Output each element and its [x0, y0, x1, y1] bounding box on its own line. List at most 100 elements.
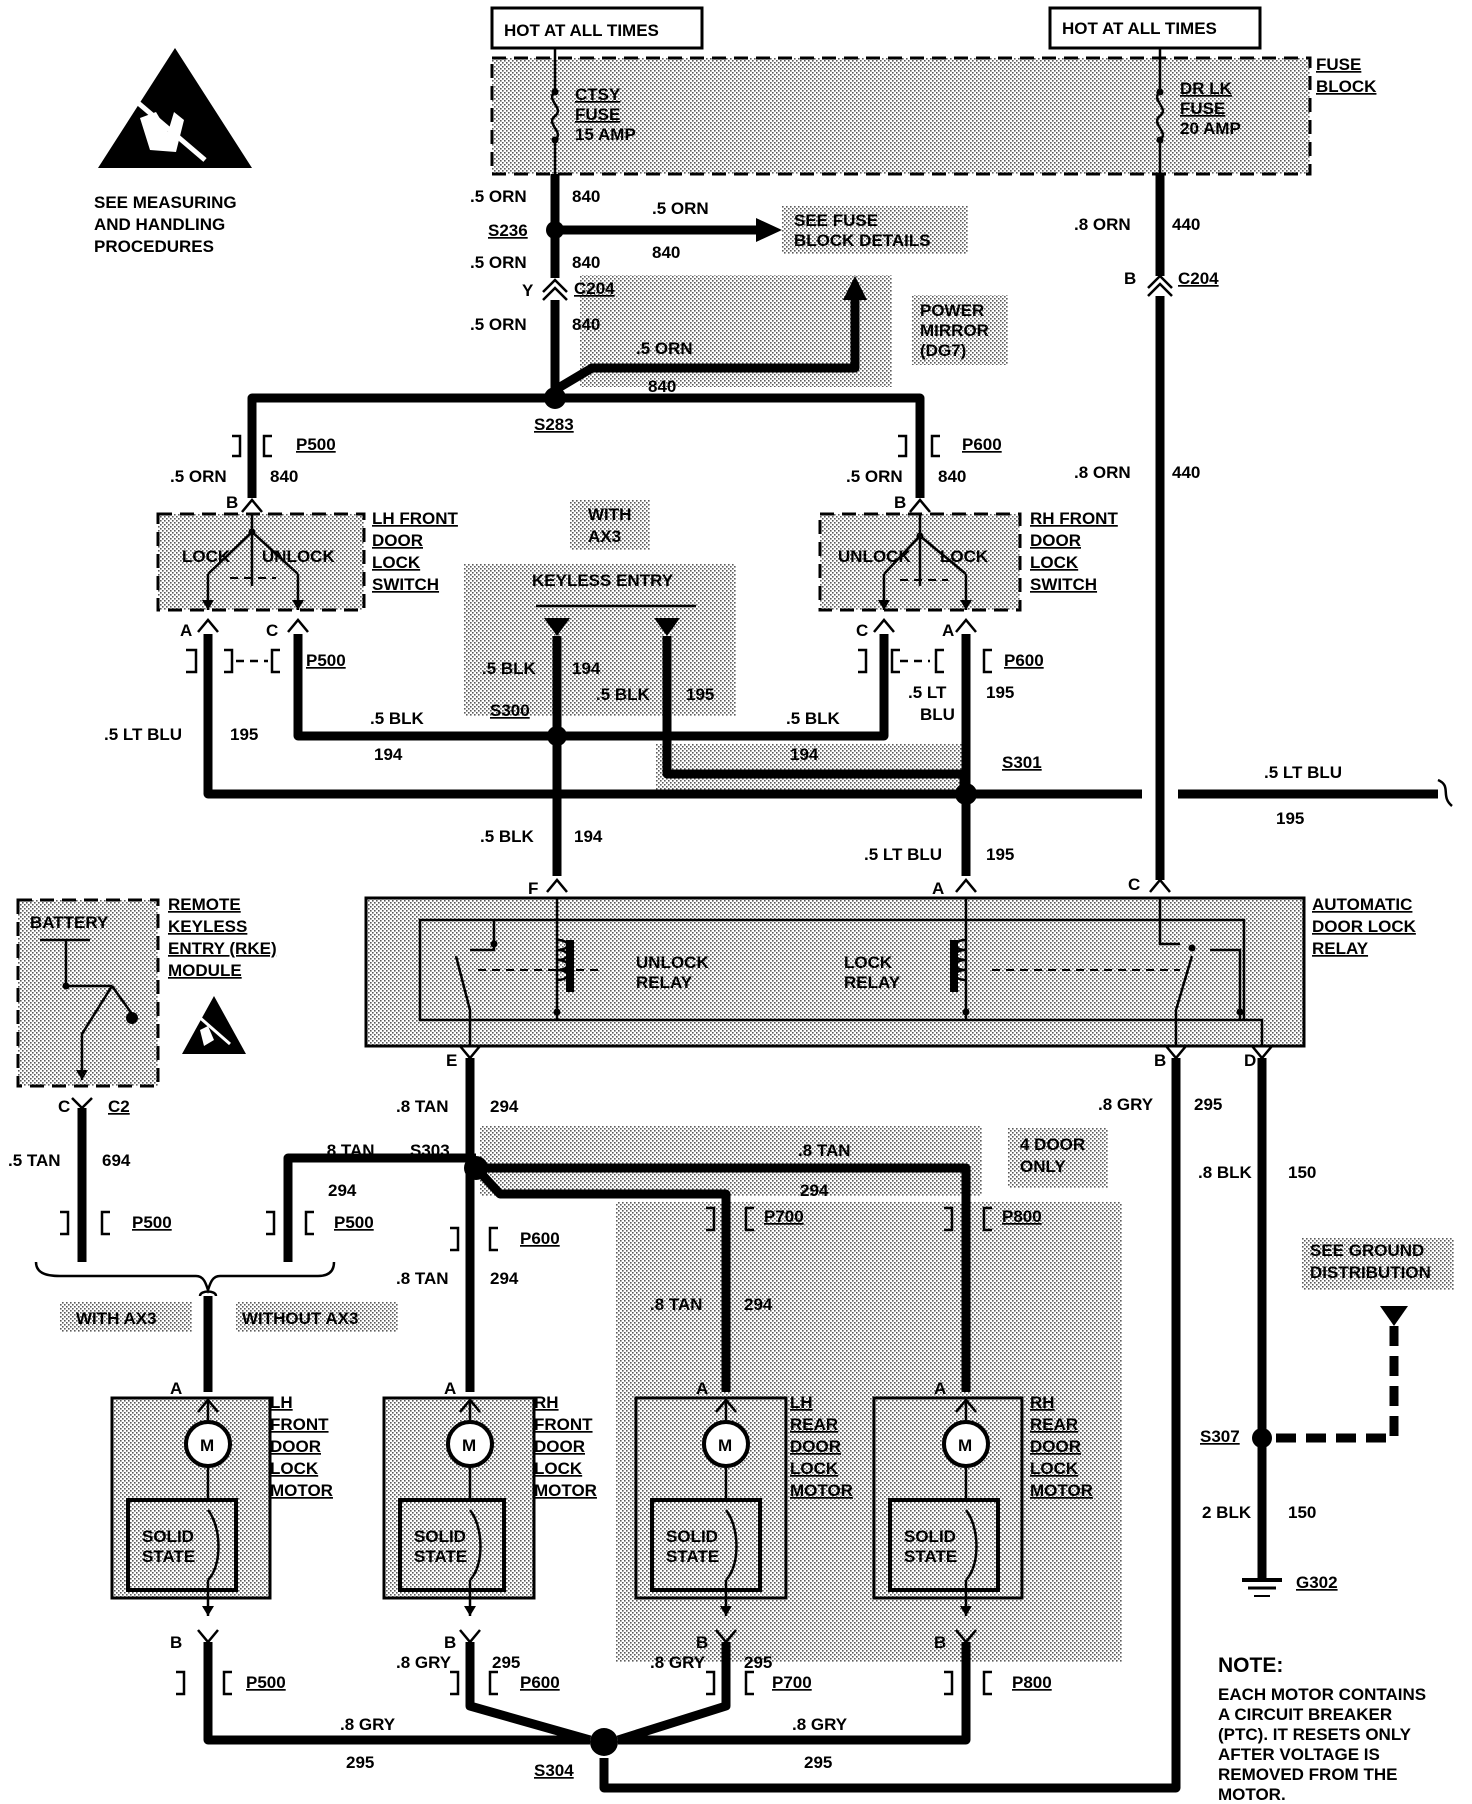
lh-front-door-lock-switch: P500 P500 .5 ORN 840 B LOCK UNLOCK LH FR… [156, 434, 459, 674]
svg-text:295: 295 [804, 1753, 832, 1772]
svg-text:Y: Y [522, 281, 534, 300]
svg-text:840: 840 [572, 253, 600, 272]
svg-text:B: B [226, 493, 238, 512]
power-mirror-1: POWER [920, 301, 984, 320]
see-ground-shade [1302, 1238, 1454, 1290]
c204-left: C204 [574, 279, 615, 298]
svg-text:C: C [856, 621, 868, 640]
svg-text:840: 840 [648, 377, 676, 396]
svg-text:REAR: REAR [790, 1415, 838, 1434]
svg-text:FRONT: FRONT [270, 1415, 329, 1434]
svg-text:440: 440 [1172, 463, 1200, 482]
svg-text:ENTRY (RKE): ENTRY (RKE) [168, 939, 277, 958]
svg-text:.8 TAN: .8 TAN [798, 1141, 851, 1160]
svg-text:LH: LH [270, 1393, 293, 1412]
svg-text:AFTER VOLTAGE IS: AFTER VOLTAGE IS [1218, 1745, 1380, 1764]
svg-text:295: 295 [492, 1653, 520, 1672]
svg-text:LH: LH [790, 1393, 813, 1412]
svg-text:.8 GRY: .8 GRY [1098, 1095, 1154, 1114]
rke-module: BATTERY REMOTE KEYLESS ENTRY (RKE) MODUL… [8, 895, 476, 1392]
svg-text:FRONT: FRONT [534, 1415, 593, 1434]
svg-text:BATTERY: BATTERY [30, 913, 109, 932]
svg-text:195: 195 [986, 845, 1014, 864]
svg-text:SOLID: SOLID [414, 1527, 466, 1546]
svg-text:A: A [934, 1379, 946, 1398]
svg-text:B: B [1124, 269, 1136, 288]
rh-rear-door-lock-motor: A M SOLID STATE RH REAR DOOR LOCK MOTOR … [872, 1379, 1093, 1652]
svg-text:WITHOUT AX3: WITHOUT AX3 [242, 1309, 358, 1328]
ctsy-fuse-2: FUSE [575, 105, 620, 124]
svg-text:.5 LT: .5 LT [908, 683, 947, 702]
hot-box-left [490, 6, 704, 50]
rke-shade [18, 900, 158, 1086]
svg-text:P800: P800 [1002, 1207, 1042, 1226]
svg-text:.5 LT BLU: .5 LT BLU [1264, 763, 1342, 782]
svg-text:UNLOCK: UNLOCK [838, 547, 911, 566]
svg-text:294: 294 [800, 1181, 829, 1200]
svg-text:STATE: STATE [904, 1547, 957, 1566]
svg-text:B: B [444, 1633, 456, 1652]
svg-text:294: 294 [490, 1269, 519, 1288]
svg-text:195: 195 [1276, 809, 1304, 828]
svg-text:M: M [462, 1436, 476, 1455]
svg-text:P800: P800 [1012, 1673, 1052, 1692]
svg-text:MOTOR.: MOTOR. [1218, 1785, 1286, 1804]
svg-text:.8 ORN: .8 ORN [1074, 215, 1131, 234]
svg-text:AX3: AX3 [588, 527, 621, 546]
svg-text:A: A [696, 1379, 708, 1398]
s303-label: S303 [410, 1141, 450, 1160]
power-mirror-2: MIRROR [920, 321, 989, 340]
see-fuse-details-2: BLOCK DETAILS [794, 231, 931, 250]
svg-text:840: 840 [572, 187, 600, 206]
svg-text:295: 295 [1194, 1095, 1222, 1114]
svg-text:EACH MOTOR CONTAINS: EACH MOTOR CONTAINS [1218, 1685, 1426, 1704]
svg-text:B: B [1154, 1051, 1166, 1070]
svg-text:A: A [932, 879, 944, 898]
svg-text:840: 840 [938, 467, 966, 486]
svg-text:M: M [958, 1436, 972, 1455]
svg-text:E: E [446, 1051, 457, 1070]
svg-text:LH FRONT: LH FRONT [372, 509, 459, 528]
keyless-title: KEYLESS ENTRY [532, 571, 674, 590]
svg-text:A: A [170, 1379, 182, 1398]
svg-text:RH: RH [1030, 1393, 1055, 1412]
svg-text:294: 294 [744, 1295, 773, 1314]
svg-text:REAR: REAR [1030, 1415, 1078, 1434]
svg-text:C: C [266, 621, 278, 640]
svg-text:195: 195 [230, 725, 258, 744]
motors: A M SOLID STATE LH FRONT DOOR LOCK MOTOR… [110, 1379, 1093, 1652]
svg-text:LOCK: LOCK [844, 953, 893, 972]
esd-warning-icon [98, 48, 252, 168]
svg-text:M: M [718, 1436, 732, 1455]
lh-p500-top: P500 [296, 435, 336, 454]
s304-splice [590, 1728, 618, 1756]
svg-text:294: 294 [328, 1181, 357, 1200]
svg-text:DOOR LOCK: DOOR LOCK [1312, 917, 1417, 936]
feed-circuits: .5 ORN 840 S236 .5 ORN 840 SEE FUSE BLOC… [247, 174, 1219, 880]
svg-text:SWITCH: SWITCH [1030, 575, 1097, 594]
svg-text:.8 TAN: .8 TAN [650, 1295, 703, 1314]
svg-text:DOOR: DOOR [372, 531, 423, 550]
svg-text:.8 TAN: .8 TAN [322, 1141, 375, 1160]
svg-text:LOCK: LOCK [1030, 553, 1079, 572]
svg-text:.5 ORN: .5 ORN [636, 339, 693, 358]
svg-text:RELAY: RELAY [636, 973, 693, 992]
svg-text:295: 295 [744, 1653, 772, 1672]
svg-text:STATE: STATE [142, 1547, 195, 1566]
without-ax3-shade [236, 1302, 398, 1332]
svg-text:REMOVED FROM THE: REMOVED FROM THE [1218, 1765, 1397, 1784]
svg-text:F: F [528, 879, 538, 898]
svg-text:M: M [200, 1436, 214, 1455]
bottom-return-circuits: S304 P500 P600 P700 P800 .8 GRY 295 .8 G… [176, 1642, 1052, 1780]
svg-text:ONLY: ONLY [1020, 1157, 1066, 1176]
svg-text:MOTOR: MOTOR [534, 1481, 597, 1500]
svg-text:LOCK: LOCK [270, 1459, 319, 1478]
svg-text:B: B [934, 1633, 946, 1652]
svg-text:2 BLK: 2 BLK [1202, 1503, 1252, 1522]
lh-p500-bottom: P500 [306, 651, 346, 670]
power-mirror-label-shade [912, 295, 1008, 365]
svg-text:194: 194 [790, 745, 819, 764]
hot-box-right [1048, 6, 1262, 50]
hot-label-right: HOT AT ALL TIMES [1062, 19, 1217, 38]
s304-label: S304 [534, 1761, 574, 1780]
